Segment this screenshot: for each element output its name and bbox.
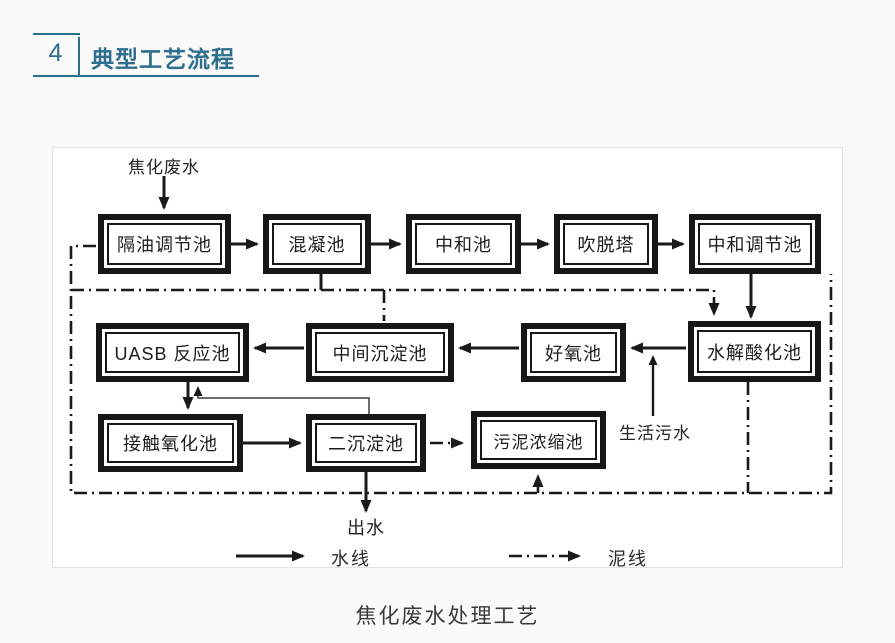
box-coagulation-tank: 混凝池 xyxy=(263,214,371,274)
box-label: 好氧池 xyxy=(545,343,602,364)
box-label: 水解酸化池 xyxy=(707,342,802,363)
box-label: 二沉淀池 xyxy=(328,434,404,454)
header-top-rule xyxy=(33,33,80,35)
box-oil-separation-regulating-tank: 隔油调节池 xyxy=(98,214,231,274)
legend-sludge-label: 泥线 xyxy=(608,549,648,569)
box-label: 中和池 xyxy=(435,235,492,255)
box-label: 中和调节池 xyxy=(707,235,803,255)
box-label: 中间沉淀池 xyxy=(332,343,428,364)
legend-water-label: 水线 xyxy=(331,549,371,569)
header-bottom-rule xyxy=(33,75,259,77)
flow-connectors xyxy=(69,176,833,562)
effluent-label: 出水 xyxy=(347,518,385,538)
section-number: 4 xyxy=(48,39,63,67)
box-hydrolysis-acidification-tank: 水解酸化池 xyxy=(688,321,821,382)
box-label: 混凝池 xyxy=(288,235,346,255)
box-label: 污泥浓缩池 xyxy=(493,432,584,452)
box-label: 接触氧化池 xyxy=(123,434,218,454)
box-label: 吹脱塔 xyxy=(577,235,635,255)
box-neutralization-regulating-tank: 中和调节池 xyxy=(689,214,821,274)
box-stripping-tower: 吹脱塔 xyxy=(554,214,658,274)
box-secondary-sedimentation-tank: 二沉淀池 xyxy=(306,414,426,472)
box-label: 隔油调节池 xyxy=(117,235,212,255)
diagram-caption: 焦化废水处理工艺 xyxy=(355,605,540,628)
section-header: 4 典型工艺流程 xyxy=(33,33,259,77)
recirculation-line xyxy=(193,386,370,414)
sludge-upper-line xyxy=(71,288,720,316)
section-title: 典型工艺流程 xyxy=(91,46,235,72)
box-aerobic-tank: 好氧池 xyxy=(521,323,626,382)
box-intermediate-sedimentation-tank: 中间沉淀池 xyxy=(306,323,454,382)
box-sludge-thickening-tank: 污泥浓缩池 xyxy=(471,411,606,469)
box-label: UASB 反应池 xyxy=(114,343,231,364)
sludge-main-loop xyxy=(69,244,833,495)
header-divider xyxy=(78,37,80,75)
domestic-sewage-label: 生活污水 xyxy=(619,424,691,443)
influent-label: 焦化废水 xyxy=(128,158,200,177)
process-flow-diagram: 隔油调节池 混凝池 中和池 吹脱塔 中和调节池 UASB 反应池 中间沉淀池 好… xyxy=(52,147,843,569)
box-contact-oxidation-tank: 接触氧化池 xyxy=(98,414,243,472)
box-neutralization-tank: 中和池 xyxy=(406,214,521,274)
box-uasb-reactor: UASB 反应池 xyxy=(96,323,249,382)
